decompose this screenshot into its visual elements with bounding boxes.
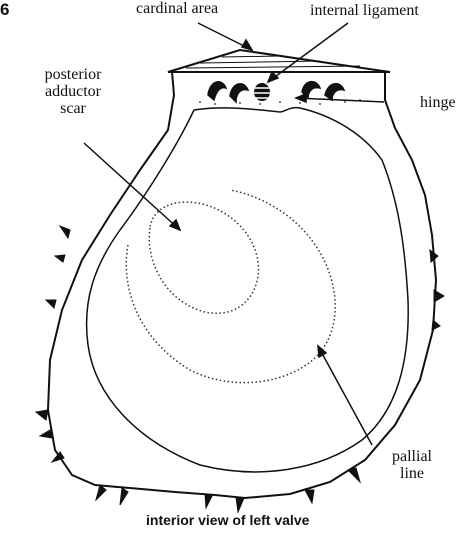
arrowhead-hinge [296,94,306,102]
arrowhead-ligament [268,72,278,82]
pallial-line-outline [87,108,409,472]
cardinal-area [168,50,390,72]
label-posterior-adductor-scar: posterior adductor scar [27,66,119,117]
arrowhead-pallial [318,346,326,357]
label-pallial-line: pallial line [384,448,440,482]
posterior-adductor-scar [149,202,258,313]
scar-line-2: adductor [27,83,119,100]
pallial-line-1: pallial [384,448,440,465]
label-internal-ligament: internal ligament [310,2,419,19]
shell-outline [48,72,436,498]
arrowhead-cardinal [242,40,252,50]
scar-line-3: scar [27,100,119,117]
scar-line-1: posterior [27,66,119,83]
muscle-scar-zone [126,190,335,383]
label-cardinal-area: cardinal area [136,0,218,17]
label-hinge: hinge [420,94,456,111]
pallial-line-2: line [384,465,440,482]
internal-ligament [252,83,272,101]
figure-number: 6 [0,0,9,20]
caption: interior view of left valve [146,512,309,528]
